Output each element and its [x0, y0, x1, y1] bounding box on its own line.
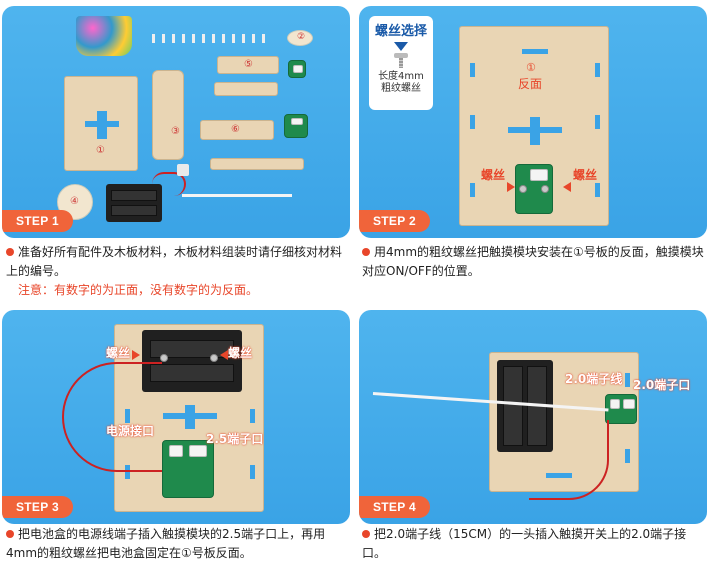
part-label-6: ⑥ — [231, 124, 240, 135]
bullet-icon — [6, 248, 14, 256]
port-20-label: 2.0端子口 — [633, 378, 691, 392]
bullet-icon — [362, 248, 370, 256]
screw-selection-box: 螺丝选择 长度4mm 粗纹螺丝 — [369, 16, 433, 110]
screw-label-left: 螺丝 — [481, 168, 506, 182]
screw-selection-title: 螺丝选择 — [374, 24, 427, 39]
red-wire — [529, 420, 609, 500]
bullet-icon — [6, 530, 14, 538]
arrow-left-icon — [220, 350, 228, 360]
touch-module — [605, 394, 637, 424]
step4-badge: STEP 4 — [359, 496, 430, 518]
step3-text: 把电池盒的电源线端子插入触摸模块的2.5端子口上，再用4mm的粗纹螺丝把电池盒固… — [6, 527, 326, 560]
step3-description: 把电池盒的电源线端子插入触摸模块的2.5端子口上，再用4mm的粗纹螺丝把电池盒固… — [6, 525, 351, 563]
down-arrow-icon — [394, 42, 408, 51]
power-port-label: 电源接口 — [106, 424, 155, 438]
port-25-label: 2.5端子口 — [206, 432, 264, 446]
board-5: ⑤ — [217, 56, 279, 74]
touch-module — [515, 164, 553, 214]
screw-type-text: 粗纹螺丝 — [381, 83, 421, 94]
white-cable — [182, 194, 292, 197]
board-3: ③ — [152, 70, 184, 160]
part-label-4: ④ — [70, 196, 79, 207]
arrow-left-icon — [563, 182, 571, 192]
step2-description: 用4mm的粗纹螺丝把触摸模块安装在①号板的反面，触摸模块对应ON/OFF的位置。 — [362, 243, 707, 281]
step1-text: 准备好所有配件及木板材料，木板材料组装时请仔细核对材料上的编号。 — [6, 245, 343, 278]
board-number-label: ① — [526, 61, 536, 74]
step2-panel: 螺丝选择 长度4mm 粗纹螺丝 ① 反面 螺丝 螺丝 STEP 2 — [359, 6, 707, 238]
step1-description: 准备好所有配件及木板材料，木板材料组装时请仔细核对材料上的编号。 注意：有数字的… — [6, 243, 351, 300]
board-strip — [214, 82, 278, 96]
step2-text: 用4mm的粗纹螺丝把触摸模块安装在①号板的反面，触摸模块对应ON/OFF的位置。 — [362, 245, 704, 278]
screw-label-right: 螺丝 — [228, 346, 253, 360]
screw-length-text: 长度4mm — [378, 71, 424, 82]
part-label-1: ① — [96, 145, 105, 156]
part-label-3: ③ — [171, 126, 180, 137]
small-module — [288, 60, 306, 78]
screw-label-right: 螺丝 — [573, 168, 598, 182]
step1-badge: STEP 1 — [2, 210, 73, 232]
board-6: ⑥ — [200, 120, 274, 140]
bullet-icon — [362, 530, 370, 538]
red-wire — [62, 362, 162, 472]
screw-label-left: 螺丝 — [106, 346, 131, 360]
paper-cup — [76, 16, 132, 56]
arrow-right-icon — [507, 182, 515, 192]
step3-panel: 螺丝 螺丝 电源接口 2.5端子口 STEP 3 — [2, 310, 350, 524]
board-side-label: 反面 — [518, 77, 543, 91]
pin-row — [152, 34, 282, 44]
arrow-right-icon — [132, 350, 140, 360]
touch-module — [284, 114, 308, 138]
battery-box — [106, 184, 162, 222]
wire-20-label: 2.0端子线 — [565, 372, 623, 386]
touch-module — [162, 440, 214, 498]
battery-wire — [152, 172, 186, 196]
step1-panel: ② ① ③ ⑤ ⑥ ④ STEP 1 — [2, 6, 350, 238]
step4-panel: 2.0端子线 2.0端子口 STEP 4 — [359, 310, 707, 524]
screw-bag — [177, 164, 189, 176]
step1-note: 注意：有数字的为正面，没有数字的为反面。 — [18, 283, 259, 297]
step4-description: 把2.0端子线（15CM）的一头插入触摸开关上的2.0端子接口。 — [362, 525, 707, 563]
step4-text: 把2.0端子线（15CM）的一头插入触摸开关上的2.0端子接口。 — [362, 527, 687, 560]
board-1: ① — [64, 76, 138, 171]
part-label-5: ⑤ — [244, 59, 253, 70]
screw-icon — [394, 53, 408, 69]
board-strip-2 — [210, 158, 304, 170]
step2-badge: STEP 2 — [359, 210, 430, 232]
part-label-2: ② — [297, 32, 306, 42]
part-2-piece: ② — [287, 30, 313, 46]
step3-badge: STEP 3 — [2, 496, 73, 518]
